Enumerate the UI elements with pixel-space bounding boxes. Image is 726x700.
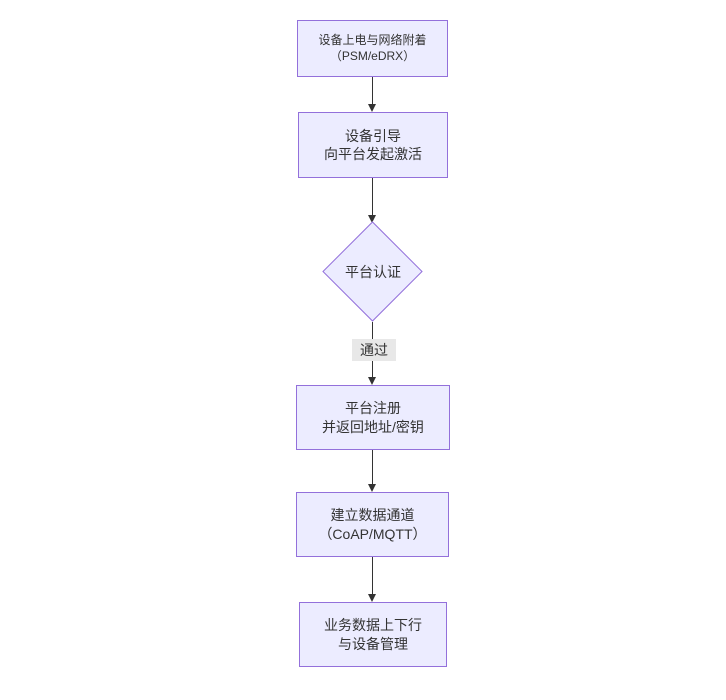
node-label-line: （CoAP/MQTT） <box>318 525 427 542</box>
arrowhead-down-icon <box>368 215 376 223</box>
arrowhead-down-icon <box>368 484 376 492</box>
node-label-line: 向平台发起激活 <box>324 146 422 162</box>
edge-line <box>372 77 373 104</box>
node-label-line: 设备上电与网络附着 <box>318 32 427 47</box>
flow-node-device-bootstrap: 设备引导 向平台发起激活 <box>298 112 448 178</box>
arrowhead-down-icon <box>368 104 376 112</box>
arrowhead-down-icon <box>368 594 376 602</box>
flow-node-business-data: 业务数据上下行 与设备管理 <box>299 602 447 667</box>
flow-node-platform-register: 平台注册 并返回地址/密钥 <box>296 385 450 450</box>
flow-node-data-channel: 建立数据通道 （CoAP/MQTT） <box>296 492 449 557</box>
node-label-line: 建立数据通道 <box>330 507 415 524</box>
node-label-line: 业务数据上下行 <box>324 617 422 634</box>
node-label-line: 并返回地址/密钥 <box>322 418 424 435</box>
flow-node-platform-auth: 平台认证 <box>322 221 424 323</box>
node-label-line: （PSM/eDRX） <box>329 48 416 63</box>
edge-label-pass: 通过 <box>352 339 396 361</box>
edge-line <box>372 557 373 594</box>
edge-line <box>372 178 373 215</box>
node-label-line: 平台认证 <box>345 264 401 280</box>
flow-node-power-on-attach: 设备上电与网络附着 （PSM/eDRX） <box>297 20 448 77</box>
node-label-line: 与设备管理 <box>338 635 408 652</box>
arrowhead-down-icon <box>368 377 376 385</box>
node-label-line: 平台注册 <box>345 400 401 417</box>
node-label-line: 设备引导 <box>345 127 401 144</box>
edge-line <box>372 450 373 484</box>
